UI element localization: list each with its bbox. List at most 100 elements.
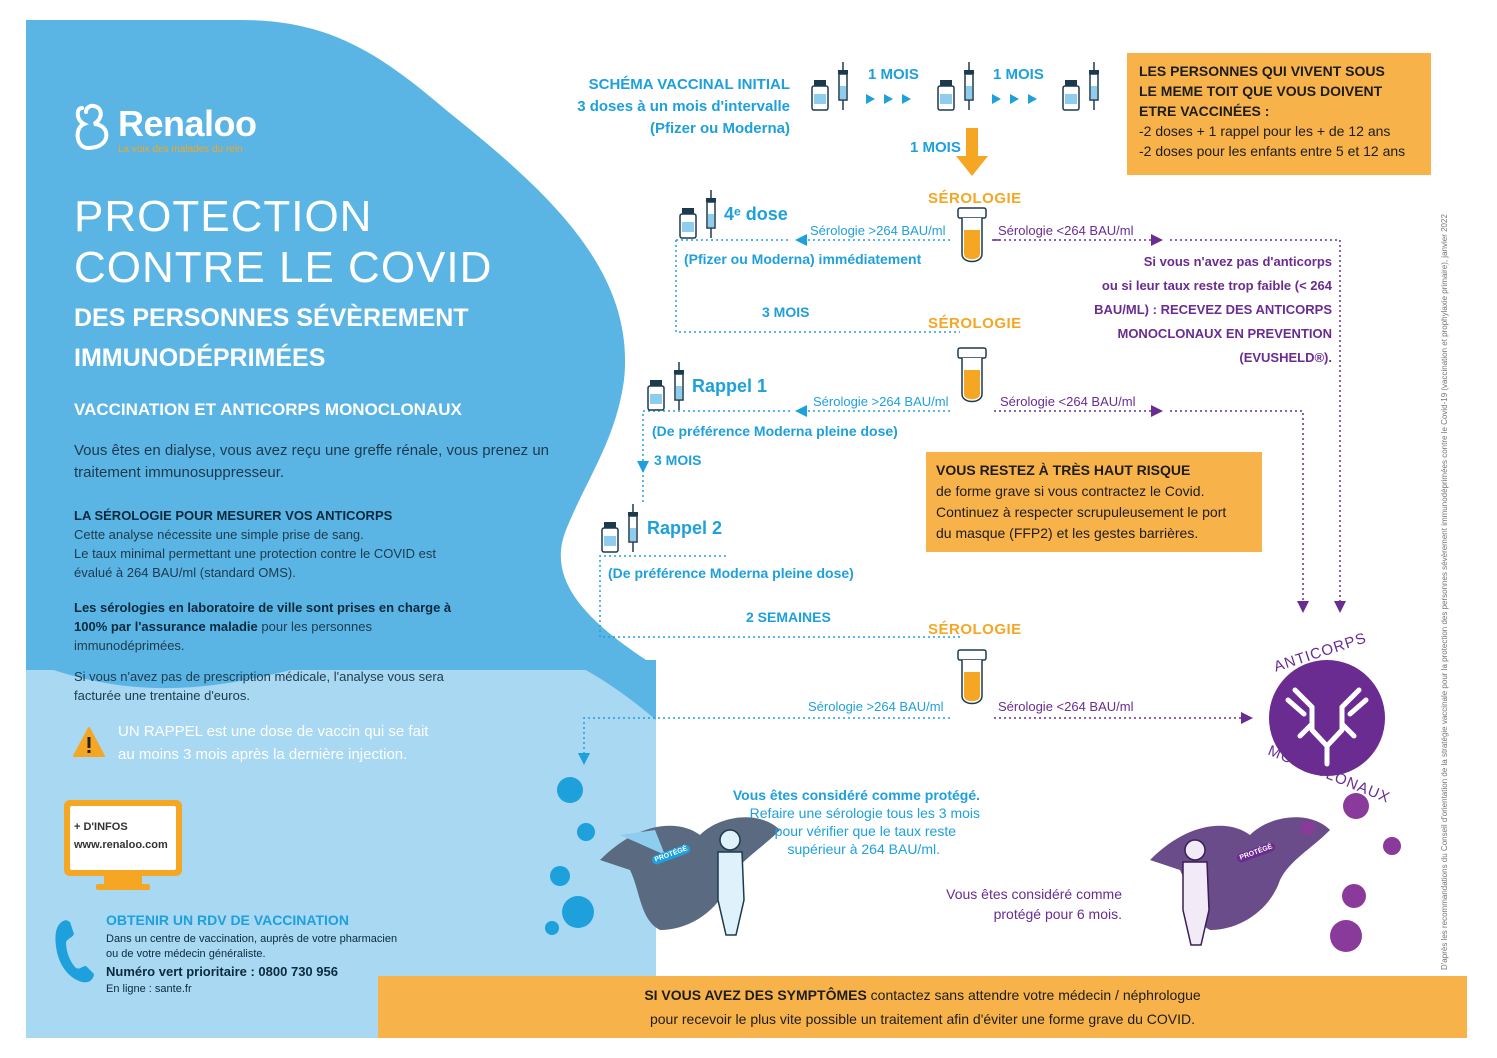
rappel2-subtitle: (De préférence Moderna pleine dose) bbox=[608, 565, 854, 581]
rdv-heading: OBTENIR UN RDV DE VACCINATION bbox=[106, 912, 349, 928]
serology-tube-2 bbox=[957, 347, 987, 403]
more-info-url[interactable]: www.renaloo.com bbox=[74, 839, 168, 851]
page-title-line1: PROTECTION bbox=[74, 192, 373, 241]
below-threshold-1: Sérologie <264 BAU/ml bbox=[998, 223, 1134, 238]
protected-6-line: protégé pour 6 mois. bbox=[993, 906, 1122, 922]
no-prescription-line: Si vous n'avez pas de prescription médic… bbox=[74, 669, 444, 684]
rdv-details: Dans un centre de vaccination, auprès de… bbox=[106, 932, 397, 997]
no-prescription-line: facturée une trentaine d'euros. bbox=[74, 688, 250, 703]
above-threshold-2: Sérologie >264 BAU/ml bbox=[813, 394, 949, 409]
dose-icon-2 bbox=[937, 61, 975, 111]
serology-line: Le taux minimal permettant une protectio… bbox=[74, 546, 437, 561]
household-box: LES PERSONNES QUI VIVENT SOUS LE MEME TO… bbox=[1127, 53, 1431, 175]
hero-protected-blue bbox=[600, 817, 780, 936]
rappel1-icon bbox=[647, 361, 685, 411]
initial-schedule-line: (Pfizer ou Moderna) bbox=[649, 120, 790, 137]
connector-dose4 bbox=[675, 240, 960, 333]
serology-line: évalué à 264 BAU/ml (standard OMS). bbox=[74, 565, 296, 580]
intro-line: Vous êtes en dialyse, vous avez reçu une… bbox=[74, 442, 550, 459]
household-item: -2 doses pour les enfants entre 5 et 12 … bbox=[1139, 143, 1406, 159]
logo-name: Renaloo bbox=[118, 103, 257, 144]
interval-label-2: 1 MOIS bbox=[993, 66, 1044, 83]
above-threshold-1: Sérologie >264 BAU/ml bbox=[810, 223, 946, 238]
page-subtitle-line2: IMMUNODÉPRIMÉES bbox=[74, 344, 326, 372]
protected-heading: Vous êtes considéré comme protégé. bbox=[732, 787, 980, 803]
household-item: -2 doses + 1 rappel pour les + de 12 ans bbox=[1139, 123, 1391, 139]
interval-arrows bbox=[866, 94, 1037, 104]
logo-tagline: La voix des malades du rein bbox=[118, 144, 243, 155]
protected-note: Vous êtes considéré comme protégé. Refai… bbox=[690, 786, 980, 858]
rappel2-title: Rappel 2 bbox=[647, 518, 723, 538]
no-antibody-line: ou si leur taux reste trop faible (< 264 bbox=[1101, 278, 1332, 293]
no-antibody-line: BAU/ML) : RECEVEZ DES ANTICORPS bbox=[1094, 302, 1332, 317]
rappel-note-line: UN RAPPEL est une dose de vaccin qui se … bbox=[118, 723, 429, 740]
symptoms-heading: SI VOUS AVEZ DES SYMPTÔMES bbox=[644, 987, 867, 1003]
serology-line: Cette analyse nécessite une simple prise… bbox=[74, 527, 364, 542]
cost-bold: Les sérologies en laboratoire de ville s… bbox=[74, 600, 452, 615]
dose4-subtitle: (Pfizer ou Moderna) immédiatement bbox=[684, 251, 922, 267]
rdv-line: Dans un centre de vaccination, auprès de… bbox=[106, 933, 398, 945]
serology-label-2: SÉROLOGIE bbox=[928, 315, 1022, 332]
serology-tube-1 bbox=[957, 207, 987, 263]
protected-6-line: Vous êtes considéré comme bbox=[946, 886, 1122, 902]
high-risk-line: de forme grave si vous contractez le Cov… bbox=[936, 483, 1205, 499]
rdv-line: ou de votre médecin généraliste. bbox=[106, 948, 266, 960]
serology-info: LA SÉROLOGIE POUR MESURER VOS ANTICORPS … bbox=[74, 506, 436, 582]
high-risk-heading: VOUS RESTEZ À TRÈS HAUT RISQUE bbox=[936, 462, 1191, 478]
more-info-label: + D'INFOS bbox=[74, 821, 128, 833]
below-threshold-3: Sérologie <264 BAU/ml bbox=[998, 699, 1134, 714]
dose4-title: 4ᵉ dose bbox=[724, 204, 788, 224]
virus-icons-purple bbox=[1301, 793, 1401, 952]
serology-label-3: SÉROLOGIE bbox=[928, 621, 1022, 638]
serology-heading: LA SÉROLOGIE POUR MESURER VOS ANTICORPS bbox=[74, 508, 393, 523]
household-line: LES PERSONNES QUI VIVENT SOUS bbox=[1139, 63, 1385, 79]
high-risk-box: VOUS RESTEZ À TRÈS HAUT RISQUE de forme … bbox=[926, 452, 1262, 552]
symptoms-footer: SI VOUS AVEZ DES SYMPTÔMES contactez san… bbox=[378, 976, 1467, 1038]
no-antibody-line: MONOCLONAUX EN PREVENTION bbox=[1117, 326, 1332, 341]
connector-rappel1 bbox=[637, 410, 790, 473]
cost-line: immunodéprimées. bbox=[74, 638, 185, 653]
section-heading: VACCINATION ET ANTICORPS MONOCLONAUX bbox=[74, 400, 462, 419]
initial-schedule-text: SCHÉMA VACCINAL INITIAL 3 doses à un moi… bbox=[540, 74, 790, 140]
hero-protected-purple bbox=[1150, 817, 1330, 946]
interval-label-1: 1 MOIS bbox=[868, 66, 919, 83]
page-subtitle-line1: DES PERSONNES SÉVÈREMENT bbox=[74, 304, 469, 332]
warning-icon bbox=[73, 727, 105, 757]
protected-line: pour vérifier que le taux reste bbox=[774, 823, 956, 839]
initial-schedule-title: SCHÉMA VACCINAL INITIAL bbox=[588, 76, 790, 93]
protected-6-months-note: Vous êtes considéré comme protégé pour 6… bbox=[920, 884, 1122, 924]
high-risk-line: du masque (FFP2) et les gestes barrières… bbox=[936, 525, 1199, 541]
serology-label-1: SÉROLOGIE bbox=[928, 190, 1022, 207]
monitor-stand bbox=[104, 876, 142, 884]
rdv-online[interactable]: En ligne : sante.fr bbox=[106, 983, 192, 995]
symptoms-line: pour recevoir le plus vite possible un t… bbox=[649, 1011, 1196, 1027]
rappel1-subtitle: (De préférence Moderna pleine dose) bbox=[652, 423, 898, 439]
antibody-badge bbox=[1269, 660, 1385, 776]
above-threshold-3: Sérologie >264 BAU/ml bbox=[808, 699, 944, 714]
three-months-label-b: 3 MOIS bbox=[654, 452, 702, 468]
source-note: D'après les recommandations du Conseil d… bbox=[1440, 214, 1449, 970]
left-panel bbox=[26, 20, 656, 1038]
intro-text: Vous êtes en dialyse, vous avez reçu une… bbox=[74, 440, 549, 484]
serology-tube-3 bbox=[957, 649, 987, 705]
cost-info: Les sérologies en laboratoire de ville s… bbox=[74, 598, 451, 655]
dose4-icon bbox=[679, 189, 717, 239]
left-panel-background bbox=[26, 20, 656, 1038]
connector-rappel2 bbox=[599, 555, 960, 638]
no-antibody-line: Si vous n'avez pas d'anticorps bbox=[1143, 254, 1332, 269]
monitor-icon bbox=[64, 800, 182, 876]
cost-rest: pour les personnes bbox=[257, 619, 372, 634]
monitor-base bbox=[96, 884, 150, 890]
below-threshold-2: Sérologie <264 BAU/ml bbox=[1000, 394, 1136, 409]
rappel-note-line: au moins 3 mois après la dernière inject… bbox=[118, 746, 408, 763]
rappel-note: UN RAPPEL est une dose de vaccin qui se … bbox=[118, 720, 428, 766]
symptoms-text: contactez sans attendre votre médecin / … bbox=[866, 987, 1201, 1003]
household-line: LE MEME TOIT QUE VOUS DOIVENT bbox=[1139, 83, 1383, 99]
arrow-above-3 bbox=[578, 717, 950, 765]
rappel2-icon bbox=[601, 503, 639, 553]
intro-line: traitement immunosuppresseur. bbox=[74, 464, 285, 481]
rappel1-title: Rappel 1 bbox=[692, 376, 768, 396]
two-weeks-label: 2 SEMAINES bbox=[746, 609, 831, 625]
rdv-phone[interactable]: Numéro vert prioritaire : 0800 730 956 bbox=[106, 964, 338, 979]
initial-schedule-line: 3 doses à un mois d'intervalle bbox=[577, 98, 790, 115]
